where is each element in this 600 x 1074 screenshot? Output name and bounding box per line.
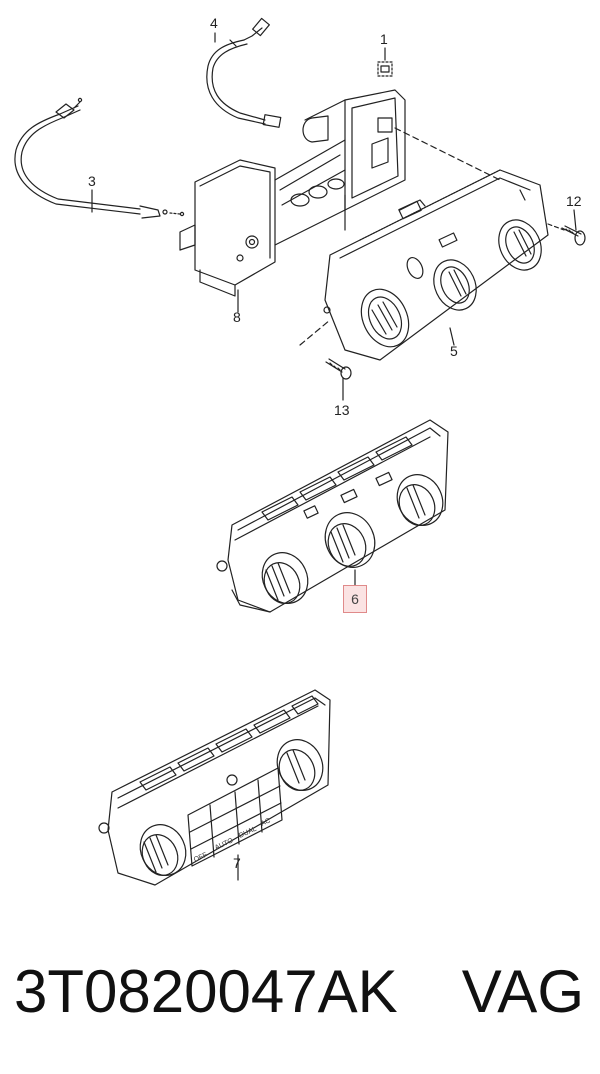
clip-part-1	[377, 47, 393, 77]
ac-button-label: AC	[260, 817, 272, 827]
callout-4: 4	[210, 15, 218, 31]
screw-part-12	[561, 225, 586, 246]
control-unit-part-6	[216, 419, 449, 613]
screw-part-13	[325, 358, 352, 380]
callout-1: 1	[380, 31, 388, 47]
bracket-part-8	[179, 89, 406, 297]
callout-13: 13	[334, 402, 350, 418]
callout-5: 5	[450, 343, 458, 359]
callout-6-highlight	[343, 585, 367, 613]
cable-part-4	[206, 17, 282, 128]
control-unit-part-5	[323, 169, 549, 361]
callout-3: 3	[88, 173, 96, 189]
parts-diagram: OFF AUTO DUAL AC 1 3 4 5 7 8 12 13	[14, 15, 586, 886]
cable-part-3	[14, 97, 185, 219]
callout-12: 12	[566, 193, 582, 209]
control-unit-part-7	[98, 689, 331, 886]
callout-7: 7	[233, 855, 241, 871]
callout-8: 8	[233, 309, 241, 325]
part-number: 3T0820047AK	[14, 958, 398, 1025]
brand-label: VAG	[461, 958, 584, 1025]
callout-6: 6	[351, 591, 359, 607]
